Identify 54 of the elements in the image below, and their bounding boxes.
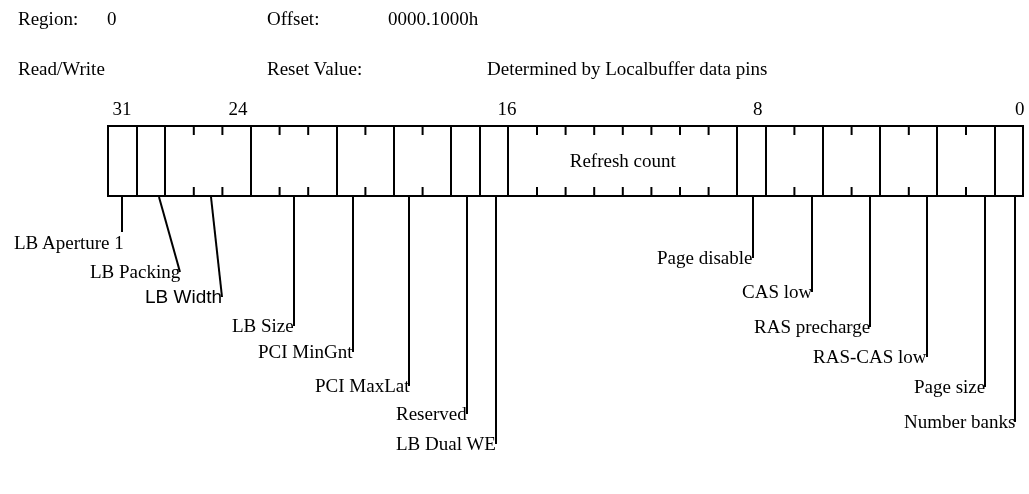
field-label: Number banks [904, 411, 1016, 433]
bit-number: 31 [112, 98, 132, 120]
leader-line [158, 196, 181, 273]
leader-line [352, 196, 354, 353]
register-field [335, 125, 395, 197]
register-field [764, 125, 824, 197]
bit-number: 0 [1015, 98, 1025, 120]
field-label: LB Packing [90, 261, 181, 283]
leader-line [210, 196, 223, 298]
leader-line [984, 196, 986, 388]
leader-line [926, 196, 928, 358]
field-label: PCI MaxLat [315, 375, 410, 397]
field-label: RAS-CAS low [813, 346, 927, 368]
leader-line [466, 196, 468, 415]
register-field [993, 125, 1025, 197]
leader-line [495, 196, 497, 445]
field-name: Offset: [267, 8, 320, 30]
field-value: Determined by Localbuffer data pins [487, 58, 768, 80]
field-label: LB Dual WE [396, 433, 496, 455]
field-label: LB Aperture 1 [14, 232, 124, 254]
field-label: Reserved [396, 403, 467, 425]
field-value: 0000.1000h [388, 8, 479, 30]
leader-line [408, 196, 410, 387]
leader-line [293, 196, 295, 327]
field-name: Region: [18, 8, 79, 30]
register-field [164, 125, 252, 197]
leader-line [752, 196, 754, 259]
register-field [822, 125, 882, 197]
field-label: RAS precharge [754, 316, 871, 338]
leader-line [121, 196, 123, 233]
bit-number: 8 [753, 98, 763, 120]
register-field [736, 125, 767, 197]
register-field [507, 125, 739, 197]
register-field [936, 125, 996, 197]
field-label: LB Size [232, 315, 294, 337]
bit-number: 16 [497, 98, 517, 120]
register-field [450, 125, 481, 197]
register-field [107, 125, 138, 197]
bit-number: 24 [228, 98, 248, 120]
field-value: 0 [107, 8, 117, 30]
field-label: PCI MinGnt [258, 341, 353, 363]
access-type: Read/Write [18, 58, 105, 80]
register-field [250, 125, 338, 197]
register-field [879, 125, 939, 197]
leader-line [869, 196, 871, 328]
field-label: Page disable [657, 247, 753, 269]
register-field [393, 125, 453, 197]
field-label: CAS low [742, 281, 813, 303]
leader-line [811, 196, 813, 293]
field-label: Page size [914, 376, 986, 398]
field-label: LB Width [145, 286, 223, 308]
field-name: Reset Value: [267, 58, 363, 80]
field-name: Refresh count [569, 150, 676, 172]
leader-line [1014, 196, 1016, 423]
